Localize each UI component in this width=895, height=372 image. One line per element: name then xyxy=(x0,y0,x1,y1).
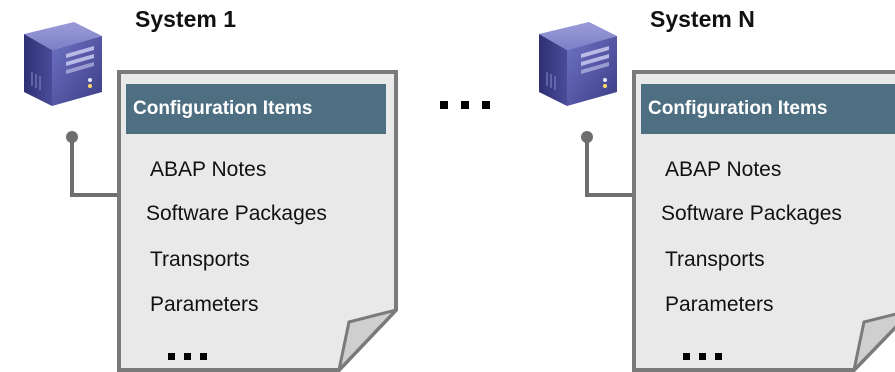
list-item: Software Packages xyxy=(146,202,327,225)
system-n-group: System N Configuration Items ABAP Notes … xyxy=(515,0,895,372)
ellipsis-icon xyxy=(168,347,216,365)
list-item: Transports xyxy=(150,248,250,271)
configuration-items-header: Configuration Items xyxy=(641,84,895,134)
system-title: System N xyxy=(650,6,755,32)
configuration-items-header: Configuration Items xyxy=(126,84,386,134)
configuration-document xyxy=(117,70,398,372)
configuration-document xyxy=(632,70,895,372)
list-item: Parameters xyxy=(150,293,259,316)
ellipsis-icon xyxy=(683,347,731,365)
system-1-group: System 1 Configuration Items ABAP Notes … xyxy=(0,0,410,372)
system-title: System 1 xyxy=(135,6,237,32)
list-item: Software Packages xyxy=(661,202,842,225)
list-item: ABAP Notes xyxy=(665,158,782,181)
server-icon xyxy=(24,22,102,106)
list-item: Transports xyxy=(665,248,765,271)
server-icon xyxy=(539,22,617,106)
list-item: ABAP Notes xyxy=(150,158,267,181)
ellipsis-icon xyxy=(440,96,503,114)
connector-line xyxy=(66,131,122,197)
connector-line xyxy=(581,131,637,197)
list-item: Parameters xyxy=(665,293,774,316)
